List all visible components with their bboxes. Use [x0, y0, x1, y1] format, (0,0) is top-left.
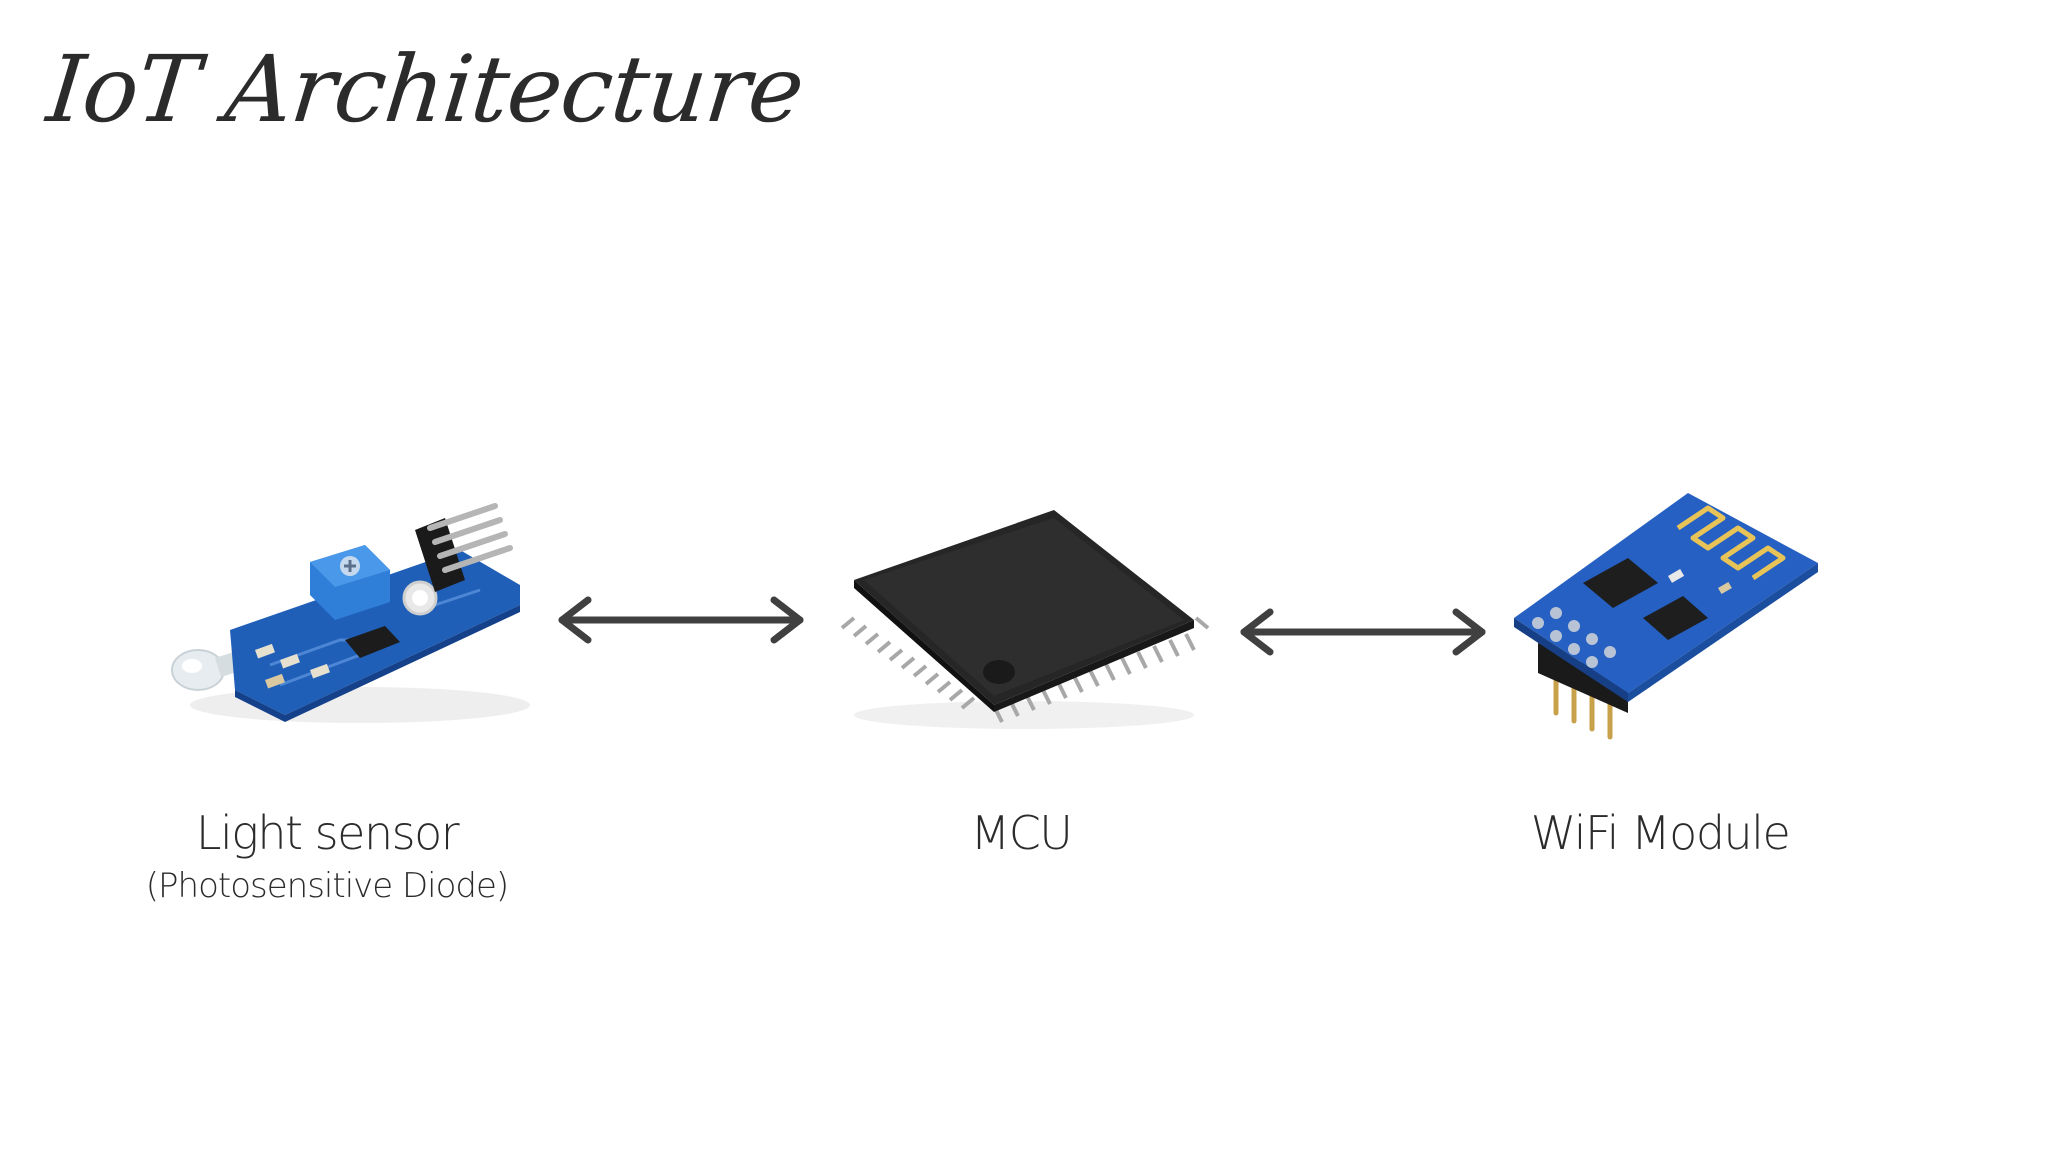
wifi-module-image: [1514, 493, 1818, 740]
slide-title: IoT Architecture: [42, 36, 809, 143]
potentiometer-icon: [310, 545, 390, 620]
light-sensor-sublabel: (Photosensitive Diode): [145, 866, 509, 906]
arrow-sensor-mcu: [558, 596, 804, 644]
header-pins-icon: [1553, 675, 1613, 740]
mcu-chip-image: [840, 510, 1210, 729]
pin-header-icon: [415, 503, 513, 592]
light-sensor-label: Light sensor: [195, 806, 460, 860]
wifi-module-label: WiFi Module: [1530, 806, 1791, 860]
led-lens-icon: [171, 649, 246, 691]
mcu-label: MCU: [970, 806, 1073, 860]
light-sensor-image: [171, 503, 530, 723]
arrow-mcu-wifi: [1240, 608, 1486, 656]
antenna-icon: [1676, 505, 1786, 581]
